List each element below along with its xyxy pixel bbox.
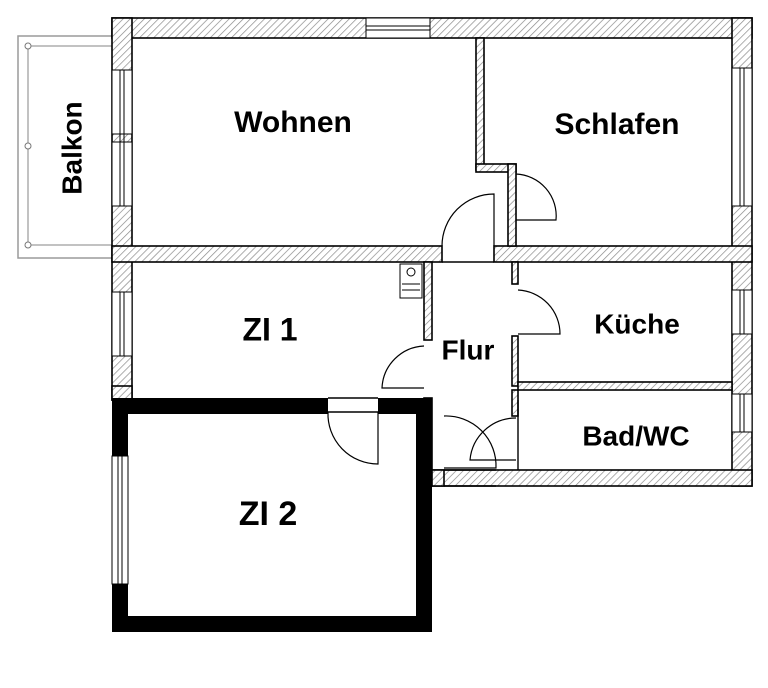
room-label-flur: Flur	[442, 334, 495, 365]
room-label-zi2: ZI 2	[239, 495, 298, 533]
balcony	[17, 35, 114, 259]
doors	[327, 173, 561, 469]
windows	[111, 17, 753, 433]
room-label-kueche: Küche	[594, 308, 680, 339]
room-label-schlafen: Schlafen	[554, 108, 679, 141]
room-label-zi1: ZI 1	[242, 311, 297, 347]
zi2-walls	[111, 397, 432, 632]
outlet-icon	[399, 263, 423, 299]
room-label-badwc: Bad/WC	[582, 420, 689, 451]
room-label-wohnen: Wohnen	[234, 106, 352, 139]
room-label-balkon: Balkon	[56, 101, 87, 194]
flur-outlines	[442, 261, 519, 487]
